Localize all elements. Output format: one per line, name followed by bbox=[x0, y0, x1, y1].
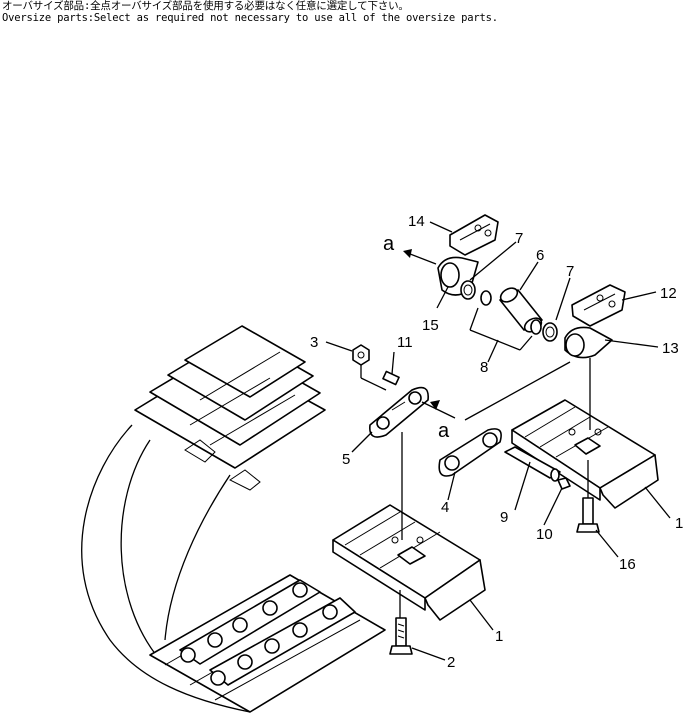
reference-a-top: a bbox=[383, 233, 395, 255]
callout-14: 14 bbox=[408, 213, 425, 230]
callout-11: 11 bbox=[397, 334, 413, 351]
link-half-13 bbox=[564, 326, 613, 359]
master-block-14 bbox=[449, 214, 499, 256]
callout-15: 15 bbox=[422, 317, 439, 334]
bushing-6 bbox=[499, 287, 543, 333]
callout-3: 3 bbox=[310, 334, 318, 351]
arrow-a-mid-line bbox=[421, 401, 456, 419]
link-4 bbox=[438, 428, 502, 477]
callout-1-right: 1 bbox=[675, 515, 683, 532]
note-english: Oversize parts:Select as required not ne… bbox=[2, 12, 498, 24]
arrow-head-mid bbox=[430, 400, 440, 410]
seal-7-right bbox=[542, 322, 558, 342]
callout-7-left: 7 bbox=[515, 230, 523, 247]
callout-1-center: 1 bbox=[495, 628, 503, 645]
callout-13: 13 bbox=[662, 340, 679, 357]
reference-a-mid: a bbox=[438, 420, 450, 442]
callout-12: 12 bbox=[660, 285, 677, 302]
callout-16: 16 bbox=[619, 556, 636, 573]
callout-4: 4 bbox=[441, 499, 449, 516]
spacer-10 bbox=[557, 477, 571, 490]
oversize-notes: オーバサイズ部品:全点オーバサイズ部品を使用する必要はなく任意に選定して下さい。… bbox=[2, 0, 498, 24]
ring-right bbox=[530, 319, 542, 335]
seal-7-left bbox=[460, 280, 476, 300]
callout-2: 2 bbox=[447, 654, 455, 671]
callout-8: 8 bbox=[480, 359, 488, 376]
callout-5: 5 bbox=[342, 451, 350, 468]
pin-9 bbox=[504, 446, 561, 482]
group-8-bracket bbox=[469, 307, 533, 351]
pin-11 bbox=[360, 370, 400, 391]
callout-7-right: 7 bbox=[566, 263, 574, 280]
ring-left bbox=[480, 290, 492, 306]
bolt-16 bbox=[576, 460, 600, 533]
track-shoe-center bbox=[332, 504, 486, 621]
callout-9: 9 bbox=[500, 509, 508, 526]
callout-10: 10 bbox=[536, 526, 553, 543]
nut-3 bbox=[352, 344, 370, 378]
note-japanese: オーバサイズ部品:全点オーバサイズ部品を使用する必要はなく任意に選定して下さい。 bbox=[2, 0, 409, 12]
track-shoe-right bbox=[511, 399, 659, 509]
callout-6: 6 bbox=[536, 247, 544, 264]
arrow-head-top bbox=[403, 249, 412, 258]
bolt-2 bbox=[389, 590, 413, 655]
master-block-12 bbox=[571, 284, 626, 327]
track-chain-assembly bbox=[81, 325, 386, 713]
